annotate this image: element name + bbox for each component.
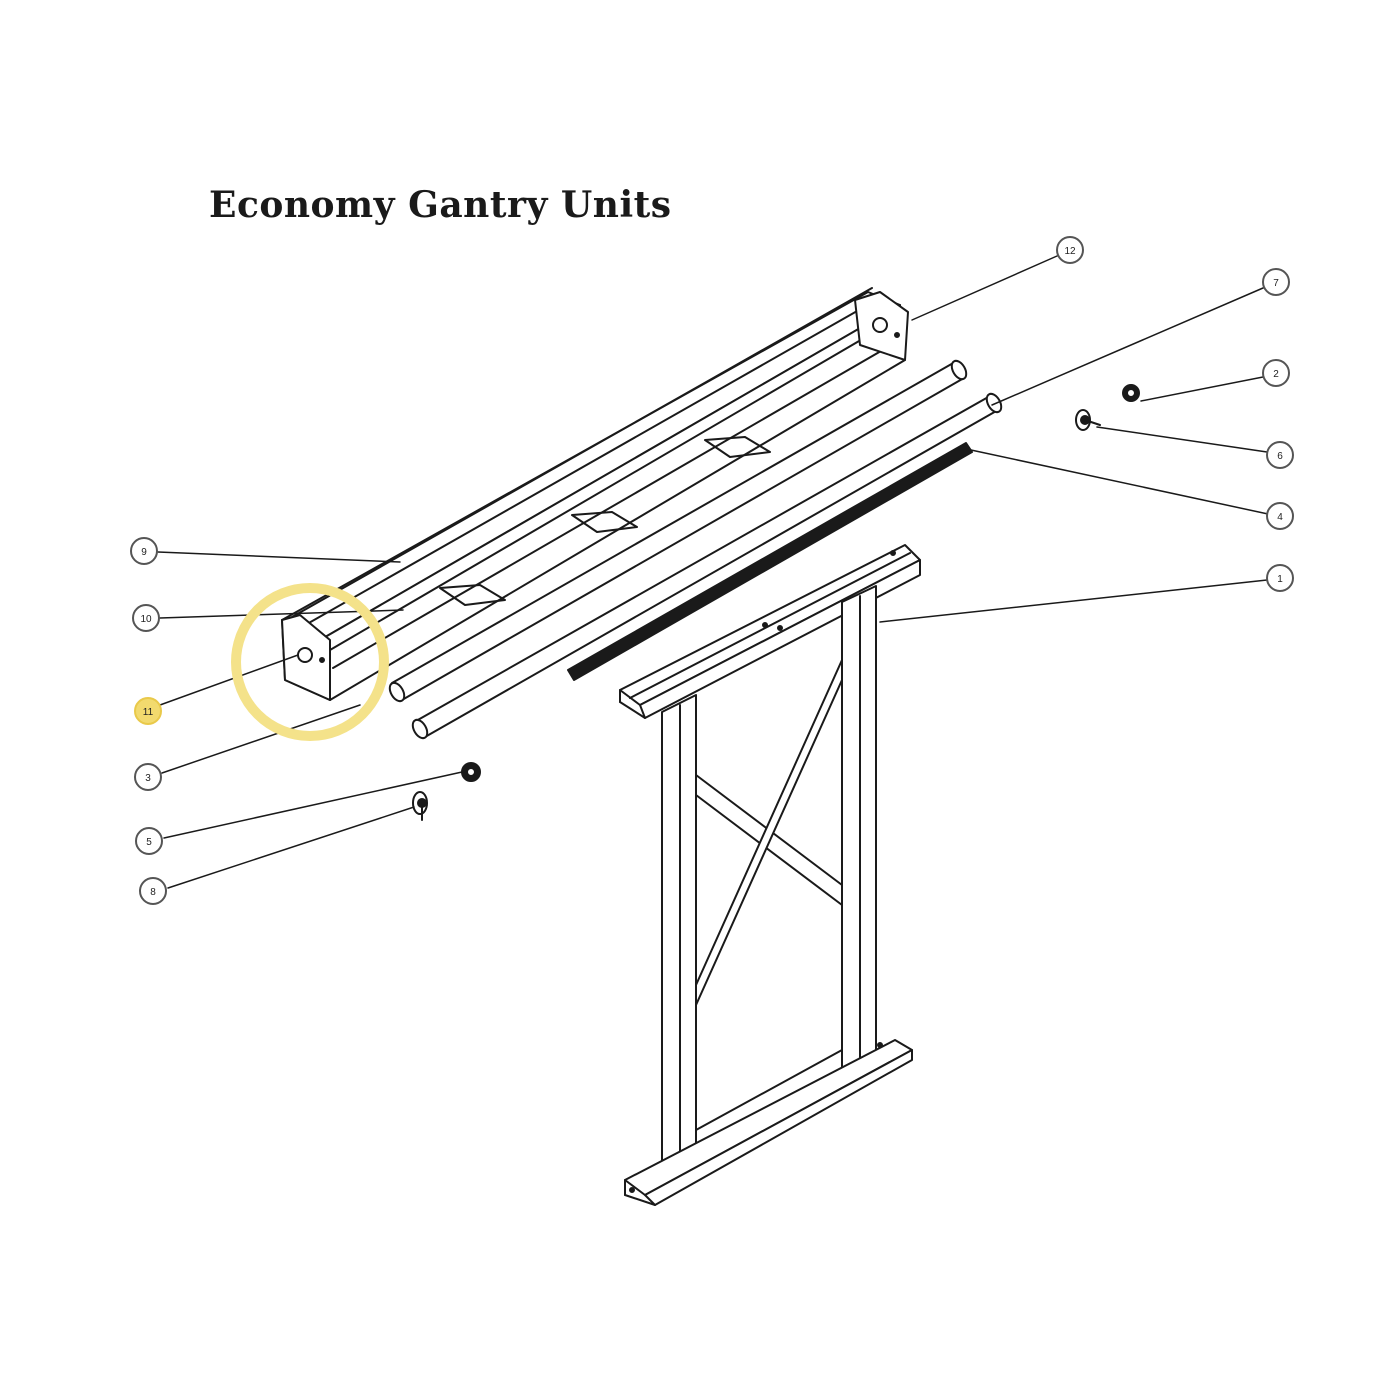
diagram-title: Economy Gantry Units <box>209 184 672 226</box>
callout-label: 11 <box>143 707 154 718</box>
callout-label: 10 <box>140 614 152 625</box>
rail-upper <box>388 359 968 703</box>
wheel-right <box>1075 409 1101 431</box>
callout-label: 2 <box>1273 369 1279 380</box>
callout-6[interactable]: 6 <box>1266 441 1294 469</box>
pinion-gear-right <box>1122 384 1140 402</box>
callout-label: 6 <box>1277 451 1283 462</box>
callout-label: 5 <box>146 837 152 848</box>
callout-2[interactable]: 2 <box>1262 359 1290 387</box>
callout-5[interactable]: 5 <box>135 827 163 855</box>
callout-9[interactable]: 9 <box>130 537 158 565</box>
main-beam <box>281 287 909 701</box>
callout-7[interactable]: 7 <box>1262 268 1290 296</box>
callout-3[interactable]: 3 <box>134 763 162 791</box>
gear-rack <box>567 442 973 681</box>
callout-label: 3 <box>145 773 151 784</box>
highlight-ring <box>231 583 389 741</box>
callout-10[interactable]: 10 <box>132 604 160 632</box>
pinion-gear-left <box>461 762 481 782</box>
callout-8[interactable]: 8 <box>139 877 167 905</box>
callout-label: 9 <box>141 547 147 558</box>
rail-lower <box>411 392 1003 740</box>
callout-label: 4 <box>1277 512 1283 523</box>
callout-label: 7 <box>1273 278 1279 289</box>
callout-label: 12 <box>1064 246 1076 257</box>
callout-4[interactable]: 4 <box>1266 502 1294 530</box>
wheel-left <box>412 791 428 821</box>
callout-1[interactable]: 1 <box>1266 564 1294 592</box>
callout-12[interactable]: 12 <box>1056 236 1084 264</box>
callout-label: 1 <box>1277 574 1283 585</box>
leader-lines <box>157 255 1269 889</box>
gantry-leg-frame <box>619 544 921 1206</box>
callout-label: 8 <box>150 887 156 898</box>
callout-11[interactable]: 11 <box>134 697 162 725</box>
